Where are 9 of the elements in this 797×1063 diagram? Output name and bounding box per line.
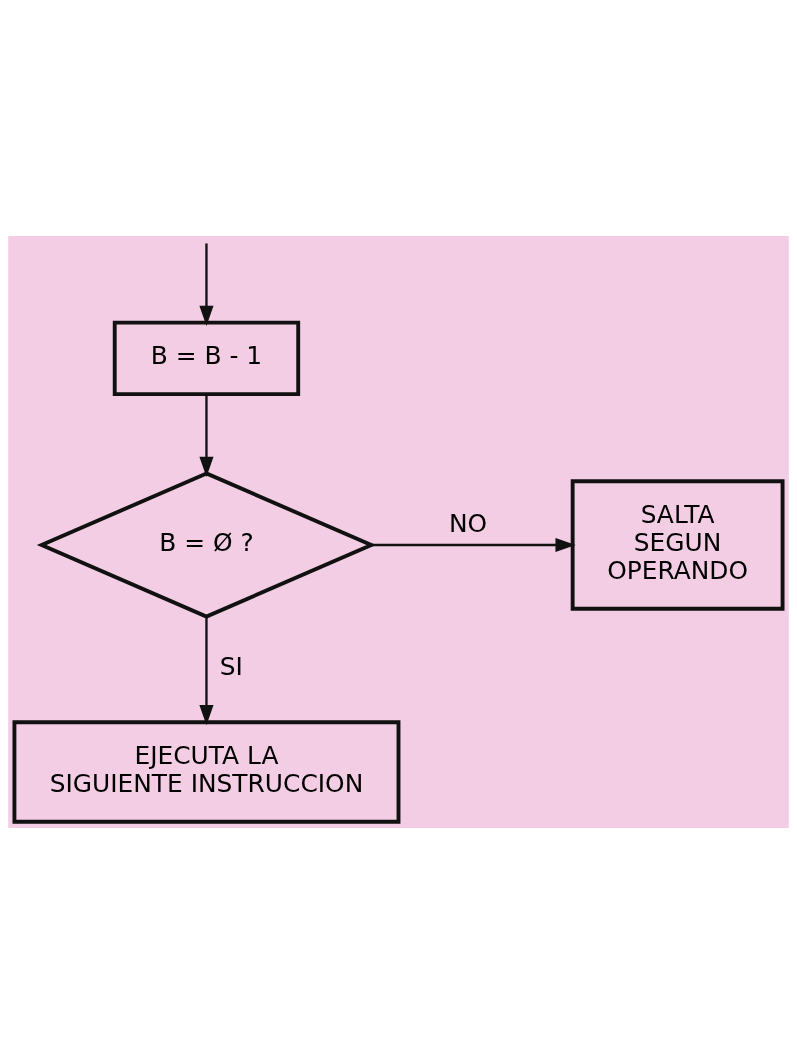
edge-label: NO (448, 508, 488, 538)
arrow (199, 616, 214, 725)
node-box: B = B - 1 (112, 320, 301, 396)
arrow (199, 242, 214, 326)
node-box: SALTA SEGUN OPERANDO (570, 478, 785, 611)
arrow (371, 537, 576, 552)
edge-label: SI (219, 651, 243, 681)
node-box: EJECUTA LA SIGUIENTE INSTRUCCION (12, 719, 401, 824)
arrow (199, 393, 214, 477)
